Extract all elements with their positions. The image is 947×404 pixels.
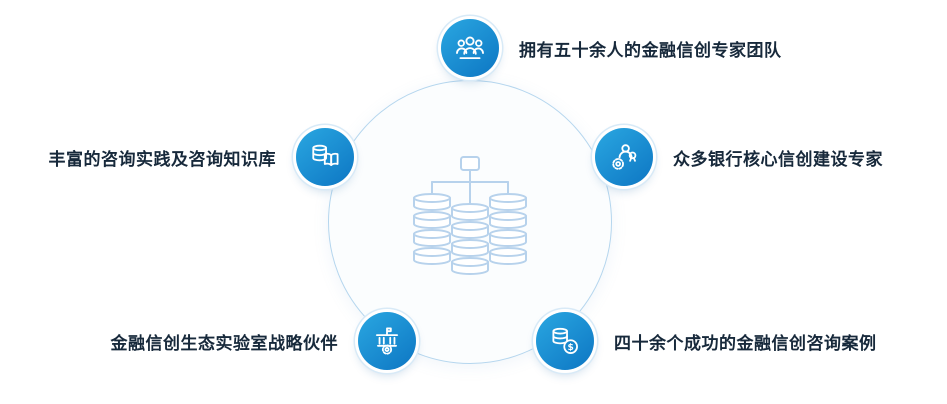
database-book-icon: [296, 128, 354, 186]
node-knowledge-label: 丰富的咨询实践及咨询知识库: [48, 149, 276, 169]
node-experts-label: 众多银行核心信创建设专家: [673, 149, 883, 169]
team-icon: [441, 19, 499, 77]
expert-medal-gear-icon: [595, 128, 653, 186]
node-lab-label: 金融信创生态实验室战略伙伴: [110, 333, 338, 353]
coins-dollar-icon: $: [536, 312, 594, 370]
node-cases-label: 四十余个成功的金融信创咨询案例: [614, 333, 877, 353]
svg-text:$: $: [568, 343, 574, 353]
node-lab: 金融信创生态实验室战略伙伴: [110, 312, 416, 370]
node-cases: $ 四十余个成功的金融信创咨询案例: [536, 312, 877, 370]
bank-gear-icon: [358, 312, 416, 370]
database-cluster-icon: [413, 156, 527, 275]
node-team: 拥有五十余人的金融信创专家团队: [441, 19, 782, 77]
node-experts: 众多银行核心信创建设专家: [595, 128, 883, 186]
node-knowledge: 丰富的咨询实践及咨询知识库: [48, 128, 354, 186]
node-team-label: 拥有五十余人的金融信创专家团队: [519, 40, 782, 60]
